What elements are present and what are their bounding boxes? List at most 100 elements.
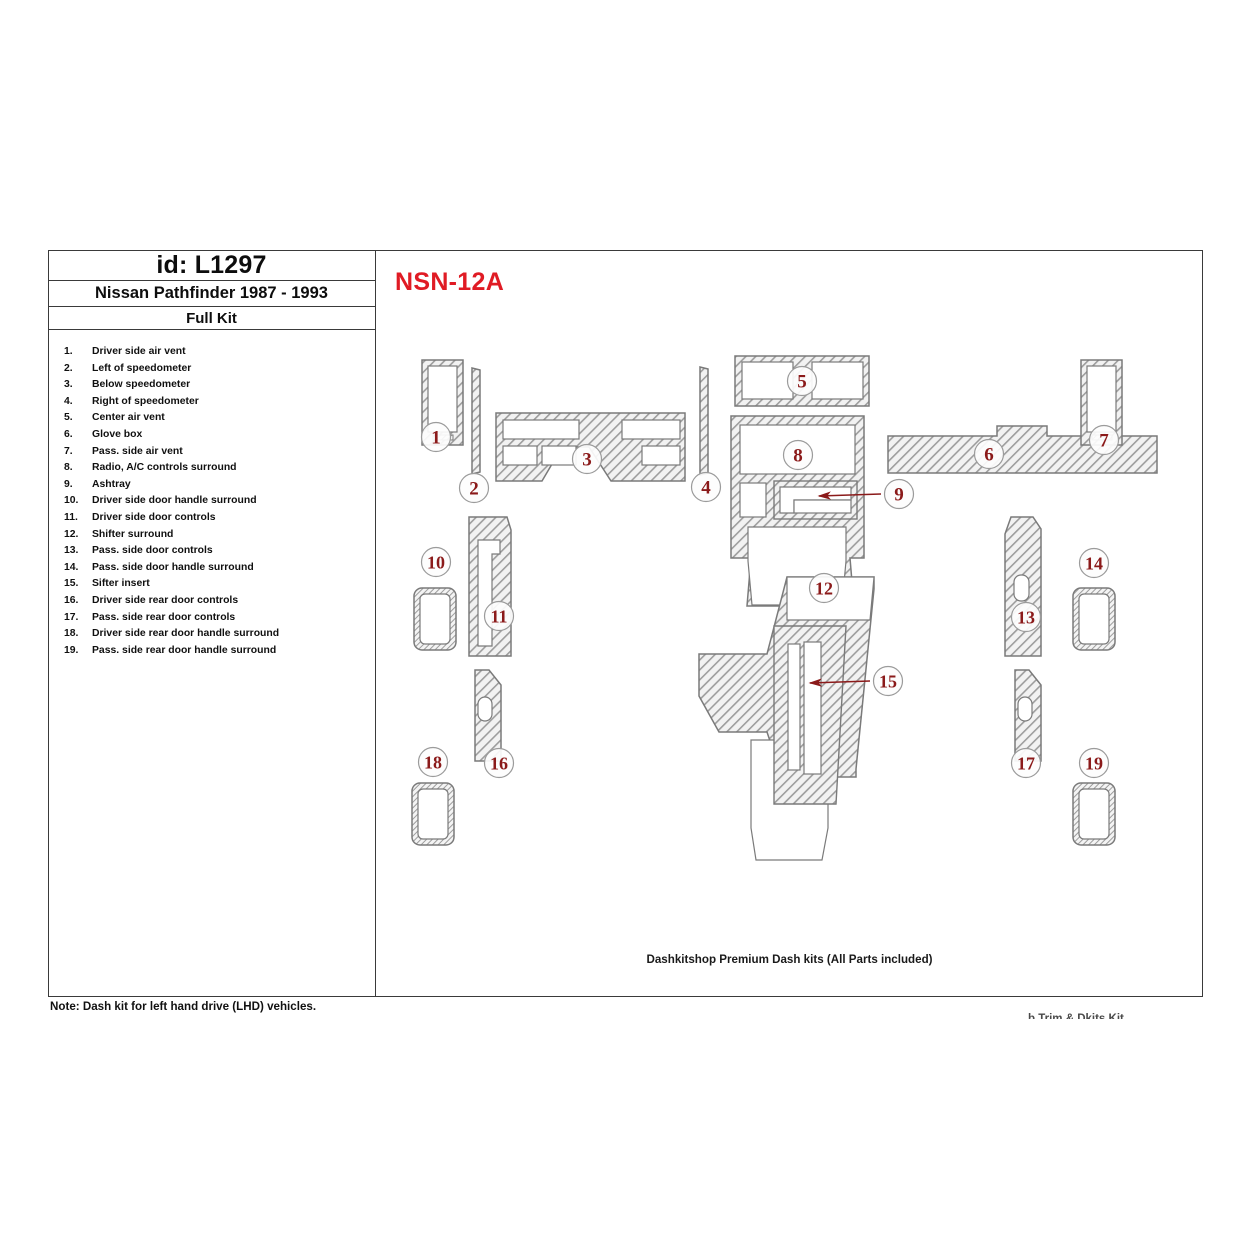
list-item: 19. Pass. side rear door handle surround xyxy=(48,643,375,660)
part-number: 19. xyxy=(64,644,79,656)
callout-number: 10 xyxy=(427,553,445,573)
callout-number: 16 xyxy=(490,754,508,774)
callout-circle xyxy=(808,572,840,604)
part-17-pass-rear-door-controls xyxy=(1014,669,1042,762)
list-item: 18.Driver side rear door handle surround xyxy=(48,626,375,643)
part-label: Pass. side rear door handle surround xyxy=(92,644,277,656)
callout-2: 2 xyxy=(458,472,490,504)
part-13-pass-door-controls xyxy=(1004,516,1042,657)
list-item: 6. Glove box xyxy=(48,427,375,444)
part-label: Below speedometer xyxy=(92,379,191,391)
callout-8: 8 xyxy=(782,439,814,471)
callout-12: 12 xyxy=(808,572,840,604)
callout-13: 13 xyxy=(1010,601,1042,633)
part-label: Pass. side door controls xyxy=(92,545,213,557)
callout-1: 1 xyxy=(420,421,452,453)
part-2-left-of-speedometer xyxy=(471,367,481,475)
part-number: 15. xyxy=(64,578,79,590)
callout-number: 9 xyxy=(894,485,904,506)
callout-4: 4 xyxy=(690,471,722,503)
callout-circle xyxy=(1078,547,1110,579)
callout-9: 9 xyxy=(883,478,915,510)
callout-number: 4 xyxy=(701,478,711,499)
callout-number: 7 xyxy=(1099,431,1109,452)
part-number: 6. xyxy=(64,428,73,440)
callout-circle xyxy=(1078,747,1110,779)
callout-circle xyxy=(420,421,452,453)
part-number: 13. xyxy=(64,545,79,557)
callout-17: 17 xyxy=(1010,747,1042,779)
list-item: 8. Radio, A/C controls surround xyxy=(48,460,375,477)
part-number: 4. xyxy=(64,395,73,407)
part-16-driver-rear-door-controls xyxy=(474,669,502,762)
leader-line-9 xyxy=(817,491,882,500)
list-item: 17.Pass. side rear door controls xyxy=(48,610,375,627)
callout-6: 6 xyxy=(973,438,1005,470)
callout-circle xyxy=(1010,747,1042,779)
part-label: Driver side rear door handle surround xyxy=(92,628,280,640)
list-item: 12.Shifter surround xyxy=(48,527,375,544)
callout-number: 13 xyxy=(1017,608,1035,628)
callout-circle xyxy=(420,546,452,578)
part-label: Pass. side air vent xyxy=(92,445,183,457)
part-label: Ashtray xyxy=(92,478,131,490)
part-label: Left of speedometer xyxy=(92,362,192,374)
part-number: 11. xyxy=(64,511,78,523)
callout-number: 14 xyxy=(1085,554,1103,574)
list-item: 16.Driver side rear door controls xyxy=(48,593,375,610)
callout-number: 17 xyxy=(1017,754,1035,774)
part-label: Radio, A/C controls surround xyxy=(92,462,237,474)
list-item: 4. Right of speedometer xyxy=(48,394,375,411)
part-label: Glove box xyxy=(92,428,143,440)
part-18-driver-rear-handle-surround xyxy=(411,782,455,846)
kit-type: Full Kit xyxy=(48,307,375,330)
callout-circle xyxy=(1088,424,1120,456)
callout-number: 18 xyxy=(424,753,442,773)
part-14-pass-door-handle-surround xyxy=(1072,587,1116,651)
sku-code: NSN-12A xyxy=(395,268,505,296)
part-label: Driver side door handle surround xyxy=(92,495,257,507)
callout-number: 8 xyxy=(793,446,803,467)
cutoff-footer-text: b Trim & Dkits Kit xyxy=(1028,1013,1124,1019)
callout-circle xyxy=(417,746,449,778)
callout-11: 11 xyxy=(483,600,515,632)
list-item: 10. Driver side door handle surround xyxy=(48,493,375,510)
part-11-driver-door-controls xyxy=(468,516,512,657)
part-number: 16. xyxy=(64,594,79,606)
list-item: 5.Center air vent xyxy=(48,410,375,427)
list-item: 13. Pass. side door controls xyxy=(48,543,375,560)
callout-number: 3 xyxy=(582,450,592,471)
callout-circle xyxy=(883,478,915,510)
part-label: Driver side air vent xyxy=(92,346,186,357)
callout-circle xyxy=(782,439,814,471)
callout-circle xyxy=(872,665,904,697)
list-item: 2.Left of speedometer xyxy=(48,361,375,378)
callout-16: 16 xyxy=(483,747,515,779)
brand-line: Dashkitshop Premium Dash kits (All Parts… xyxy=(646,953,933,966)
callout-number: 19 xyxy=(1085,754,1103,774)
callout-number: 11 xyxy=(490,607,507,627)
callout-19: 19 xyxy=(1078,747,1110,779)
part-number: 14. xyxy=(64,561,79,573)
list-item: 11. Driver side door controls xyxy=(48,510,375,527)
part-15-sifter-insert xyxy=(773,625,847,805)
list-item: 14. Pass. side door handle surround xyxy=(48,560,375,577)
part-number: 8. xyxy=(64,462,73,474)
callout-5: 5 xyxy=(786,365,818,397)
callout-number: 12 xyxy=(815,579,833,599)
callout-14: 14 xyxy=(1078,547,1110,579)
callout-18: 18 xyxy=(417,746,449,778)
list-item: 3. Below speedometer xyxy=(48,377,375,394)
part-number: 3. xyxy=(64,379,73,391)
part-number: 10. xyxy=(64,495,79,507)
part-label: Driver side door controls xyxy=(92,511,216,523)
list-item: 9.Ashtray xyxy=(48,477,375,494)
part-number: 5. xyxy=(64,412,73,424)
callout-number: 1 xyxy=(431,428,441,449)
lhd-note: Note: Dash kit for left hand drive (LHD)… xyxy=(50,1000,317,1013)
part-label: Right of speedometer xyxy=(92,395,199,407)
part-number: 12. xyxy=(64,528,79,540)
part-label: Pass. side door handle surround xyxy=(92,561,254,573)
